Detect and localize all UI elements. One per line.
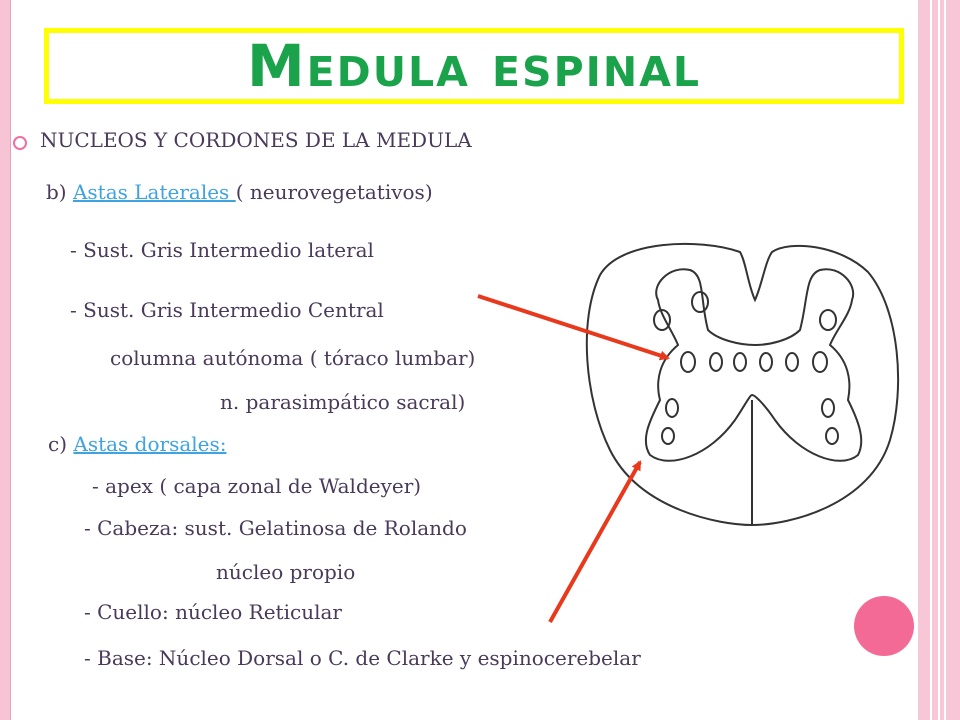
nucleus-1 (680, 351, 696, 373)
nucleus-5 (785, 352, 799, 372)
line-cabeza: - Cabeza: sust. Gelatinosa de Rolando (84, 516, 467, 540)
nucleus-9 (819, 309, 837, 331)
nucleus-3 (733, 352, 747, 372)
line-base: - Base: Núcleo Dorsal o C. de Clarke y e… (84, 646, 641, 670)
nucleus-7 (653, 309, 671, 331)
nucleus-13 (825, 427, 839, 445)
line-b-suffix: ( neurovegetativos) (235, 180, 433, 204)
left-border (0, 0, 11, 720)
astas-dorsales-link[interactable]: Astas dorsales: (73, 432, 227, 456)
line-b: b) Astas Laterales ( neurovegetativos) (46, 180, 433, 204)
nucleus-6 (812, 351, 828, 373)
line-parasimpatico: n. parasimpático sacral) (220, 390, 466, 414)
cord-outline (585, 242, 900, 527)
section-heading: NUCLEOS Y CORDONES DE LA MEDULA (40, 128, 472, 152)
line-apex: - apex ( capa zonal de Waldeyer) (92, 474, 422, 498)
line-c-prefix: c) (48, 432, 74, 456)
line-gris-central: - Sust. Gris Intermedio Central (70, 298, 384, 322)
line-gris-lateral: - Sust. Gris Intermedio lateral (70, 238, 374, 262)
astas-laterales-link[interactable]: Astas Laterales (72, 180, 236, 204)
nucleus-11 (661, 427, 675, 445)
gray-matter (644, 268, 863, 462)
line-b-prefix: b) (46, 180, 73, 204)
arrow-to-dorsal-horn (548, 460, 642, 623)
arrow-to-intermediolateral (477, 294, 670, 361)
line-cuello: - Cuello: núcleo Reticular (84, 600, 342, 624)
nucleus-2 (709, 352, 723, 372)
nucleus-10 (665, 398, 679, 418)
title-box: Medula espinal (44, 28, 904, 104)
nucleus-4 (759, 352, 773, 372)
nucleus-8 (691, 291, 709, 313)
decorative-circle (854, 596, 914, 656)
line-nucleo-propio: núcleo propio (216, 560, 356, 584)
slide-title: Medula espinal (246, 32, 702, 100)
line-columna-autonoma: columna autónoma ( tóraco lumbar) (110, 346, 476, 370)
nucleus-12 (821, 398, 835, 418)
bullet-icon (13, 136, 27, 150)
line-c: c) Astas dorsales: (48, 432, 227, 456)
right-border (918, 0, 960, 720)
